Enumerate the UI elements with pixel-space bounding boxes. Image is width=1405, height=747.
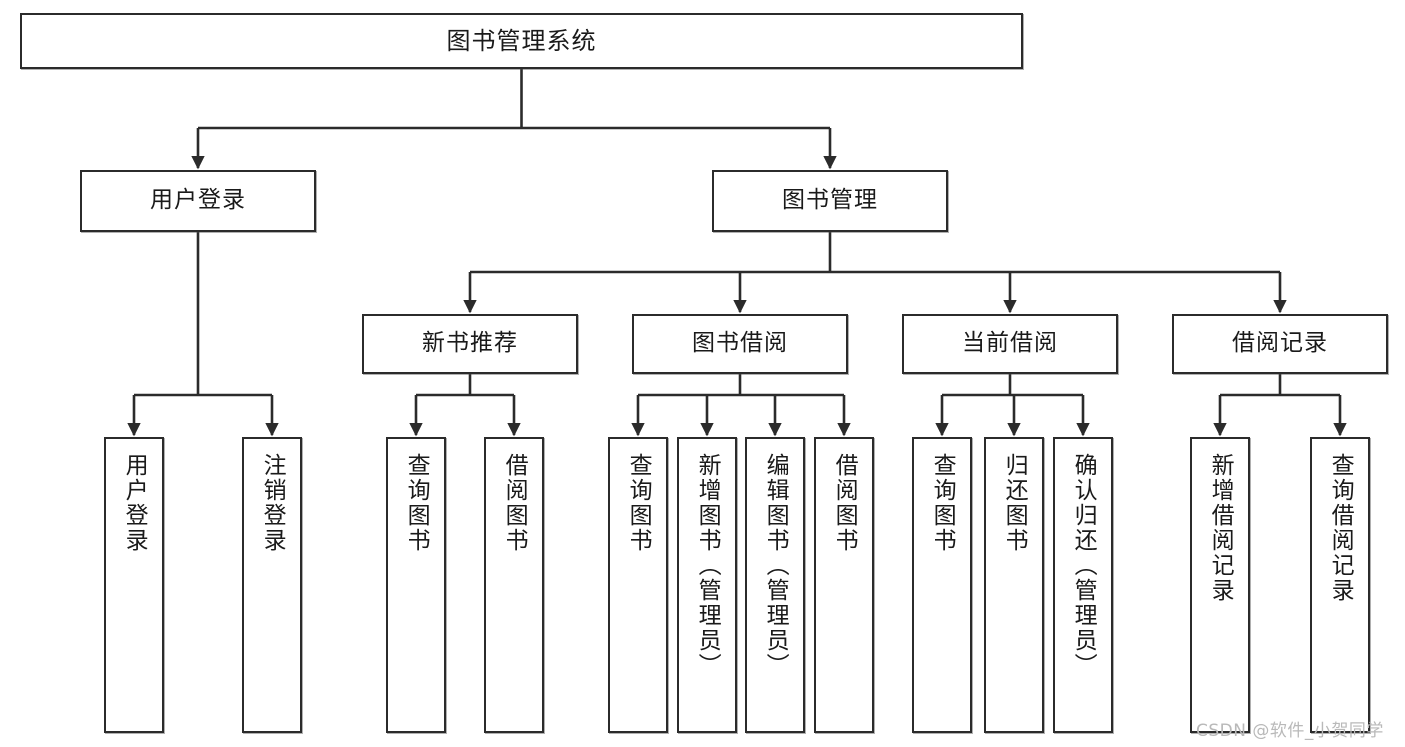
- csdn-watermark: CSDN @软件_小贺同学: [1196, 721, 1384, 741]
- node-label: 新增借阅记录: [1207, 453, 1234, 603]
- node-label: 查询图书: [929, 453, 956, 553]
- node-label: 用户登录: [121, 453, 148, 553]
- node-leaf-borrow-book[interactable]: 借阅图书: [814, 437, 874, 733]
- node-new-book-recommend[interactable]: 新书推荐: [362, 314, 578, 374]
- node-leaf-confirm-return-admin[interactable]: 确认归还（管理员）: [1053, 437, 1113, 733]
- node-label: 注销登录: [259, 453, 286, 553]
- node-label: 归还图书: [1001, 453, 1028, 553]
- tree-edges: [127, 69, 1347, 437]
- node-label: 图书管理: [782, 187, 878, 214]
- node-book-manage[interactable]: 图书管理: [712, 170, 948, 232]
- node-label: 借阅图书: [831, 453, 858, 553]
- node-current-borrow[interactable]: 当前借阅: [902, 314, 1118, 374]
- node-label: 查询图书: [625, 453, 652, 553]
- node-root[interactable]: 图书管理系统: [20, 13, 1023, 69]
- node-leaf-add-book-admin[interactable]: 新增图书（管理员）: [677, 437, 737, 733]
- node-label: 查询图书: [403, 453, 430, 553]
- node-leaf-user-logout[interactable]: 注销登录: [242, 437, 302, 733]
- node-leaf-return-book[interactable]: 归还图书: [984, 437, 1044, 733]
- node-label: 当前借阅: [962, 330, 1058, 357]
- node-user-login[interactable]: 用户登录: [80, 170, 316, 232]
- node-label: 用户登录: [150, 187, 246, 214]
- node-leaf-query-book-borrow[interactable]: 查询图书: [608, 437, 668, 733]
- node-label: 编辑图书（管理员）: [762, 453, 789, 678]
- node-leaf-query-book-current[interactable]: 查询图书: [912, 437, 972, 733]
- node-label: 图书借阅: [692, 330, 788, 357]
- node-book-borrow[interactable]: 图书借阅: [632, 314, 848, 374]
- node-leaf-add-borrow-record[interactable]: 新增借阅记录: [1190, 437, 1250, 733]
- node-label: 借阅记录: [1232, 330, 1328, 357]
- node-leaf-query-borrow-record[interactable]: 查询借阅记录: [1310, 437, 1370, 733]
- node-label: 新书推荐: [422, 330, 518, 357]
- node-label: 查询借阅记录: [1327, 453, 1354, 603]
- node-leaf-borrow-book-recommend[interactable]: 借阅图书: [484, 437, 544, 733]
- node-borrow-record[interactable]: 借阅记录: [1172, 314, 1388, 374]
- node-leaf-user-login[interactable]: 用户登录: [104, 437, 164, 733]
- node-label: 确认归还（管理员）: [1070, 453, 1097, 678]
- node-leaf-edit-book-admin[interactable]: 编辑图书（管理员）: [745, 437, 805, 733]
- node-label: 图书管理系统: [446, 26, 597, 55]
- node-label: 新增图书（管理员）: [694, 453, 721, 678]
- node-leaf-query-book-recommend[interactable]: 查询图书: [386, 437, 446, 733]
- node-label: 借阅图书: [501, 453, 528, 553]
